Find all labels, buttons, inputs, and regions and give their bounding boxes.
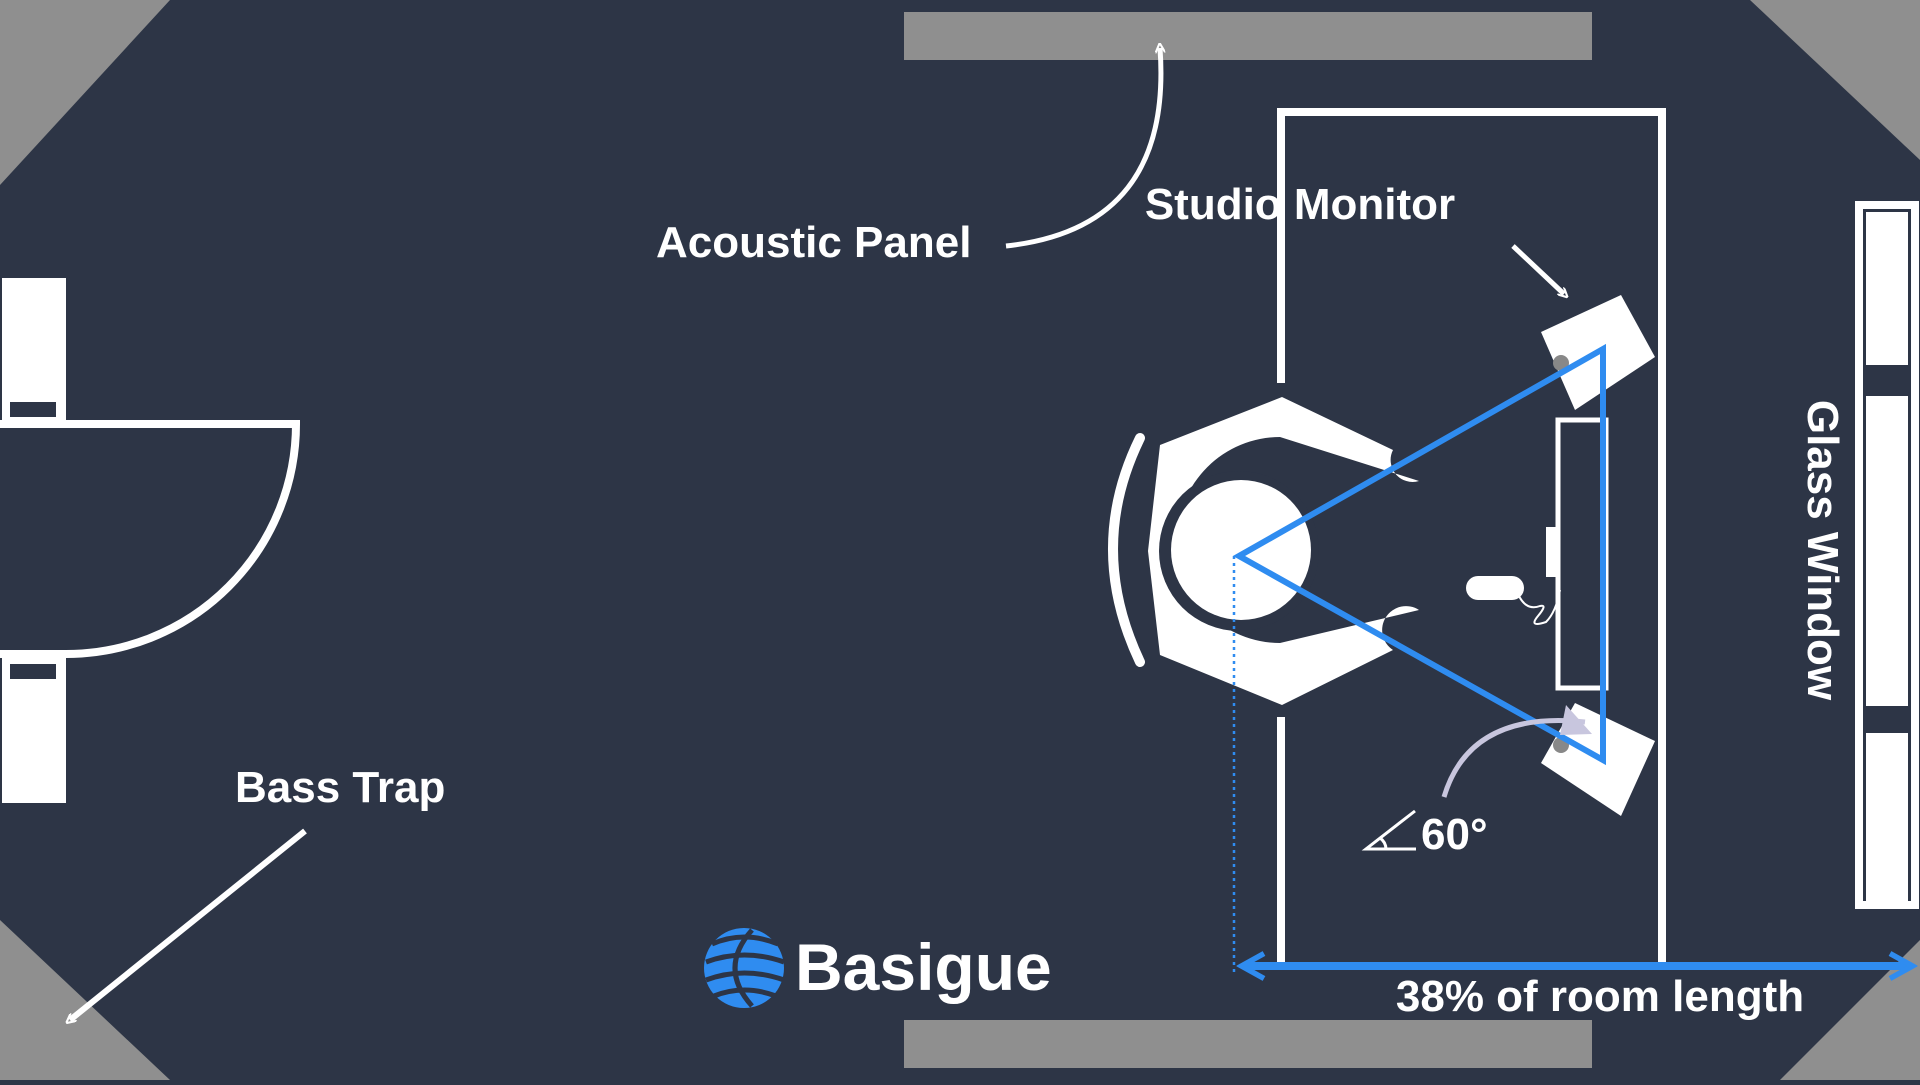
monitor-stand	[1546, 527, 1560, 577]
studio-monitor-label: Studio Monitor	[1145, 180, 1455, 229]
bass-trap-label: Bass Trap	[235, 763, 445, 812]
bass-trap-top-right	[1750, 0, 1920, 160]
acoustic-panel-top	[904, 12, 1592, 60]
distance-label: 38% of room length	[1396, 972, 1804, 1021]
acoustic-panel-arrow	[1005, 48, 1161, 249]
studio-monitor-arrow	[1511, 244, 1564, 294]
angle-label: 60°	[1421, 810, 1488, 859]
mouse-cable	[1515, 588, 1561, 625]
acoustic-panel-label: Acoustic Panel	[656, 218, 971, 267]
angle-arrow	[1441, 718, 1586, 798]
listening-triangle	[1232, 343, 1606, 766]
bass-trap-bottom-left	[0, 920, 170, 1080]
acoustic-panel-bottom	[904, 1020, 1592, 1068]
globe-icon	[704, 928, 785, 1008]
door	[0, 278, 301, 803]
brand-logo: Basigue	[704, 928, 1052, 1008]
glass-window-label: Glass Window	[1798, 400, 1847, 701]
angle-icon	[1361, 809, 1416, 851]
desk-chair	[1108, 397, 1419, 705]
bass-trap-top-left	[0, 0, 170, 185]
mouse	[1466, 576, 1524, 600]
desk-outline	[1277, 108, 1666, 962]
bass-trap-arrow	[70, 828, 307, 1020]
glass-window	[1855, 201, 1919, 909]
angle-arrow-head	[1560, 705, 1592, 735]
brand-name: Basigue	[795, 930, 1052, 1004]
